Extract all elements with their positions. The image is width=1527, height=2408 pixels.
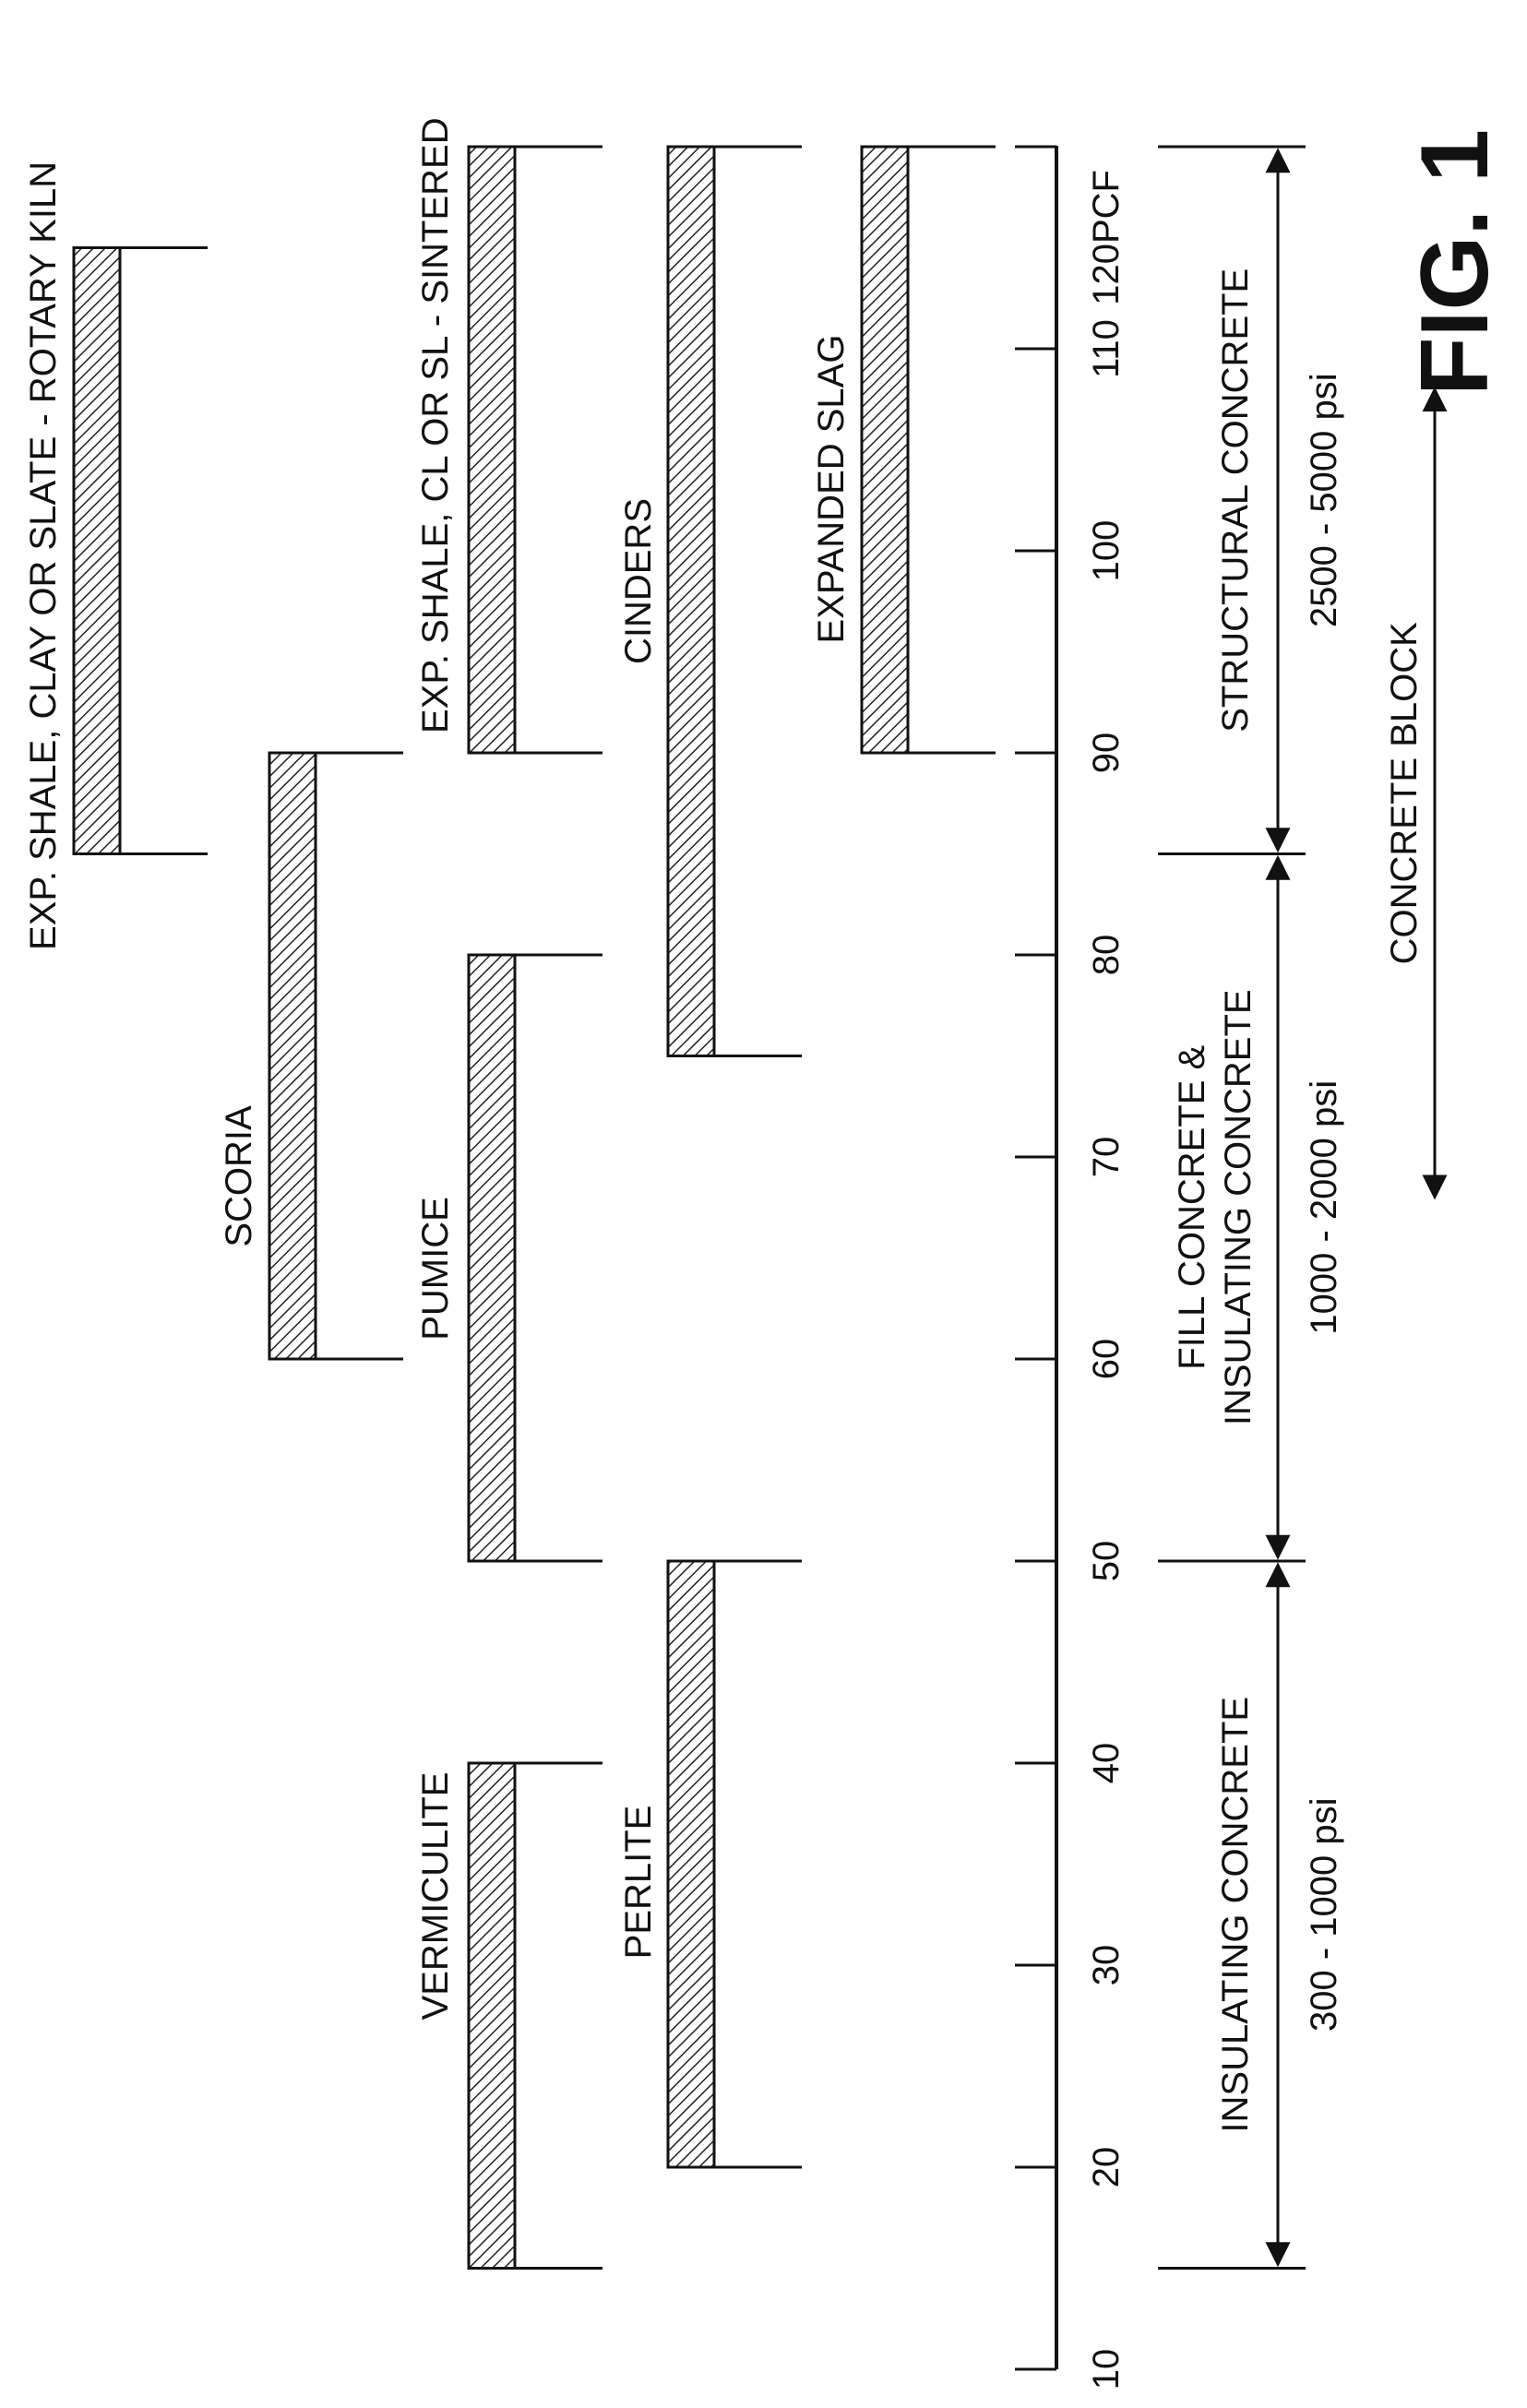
aggregate-bars: EXP. SHALE, CLAY OR SLATE - ROTARY KILN S…: [23, 117, 996, 2268]
aggregate-group: SCORIA: [219, 753, 403, 1359]
axis-tick-label: 30: [1086, 1945, 1127, 1986]
aggregate-group: EXP. SHALE, CL OR SL - SINTERED: [415, 117, 602, 753]
axis-tick-label: 110: [1086, 319, 1127, 378]
aggregate-bar: [469, 955, 515, 1561]
aggregate-group: CINDERS: [618, 147, 802, 1056]
aggregate-label: EXP. SHALE, CL OR SL - SINTERED: [415, 117, 456, 733]
aggregate-label: EXP. SHALE, CLAY OR SLATE - ROTARY KILN: [23, 161, 64, 950]
aggregate-group: EXP. SHALE, CLAY OR SLATE - ROTARY KILN: [23, 161, 208, 950]
concrete-range-strength: 2500 - 5000 psi: [1304, 373, 1344, 627]
axis-tick-label: 80: [1086, 935, 1127, 976]
concrete-range-strength: 300 - 1000 psi: [1304, 1797, 1344, 2032]
axis-tick-label: 20: [1086, 2147, 1127, 2188]
aggregate-label: VERMICULITE: [415, 1772, 456, 2021]
concrete-range-label: FILL CONCRETE &: [1172, 1044, 1212, 1369]
aggregate-label: PUMICE: [415, 1197, 456, 1341]
aggregate-label: EXPANDED SLAG: [811, 335, 852, 644]
axis-tick-label: 70: [1086, 1137, 1127, 1178]
axis-tick-label: 50: [1086, 1541, 1127, 1582]
axis-tick-label: 40: [1086, 1743, 1127, 1784]
concrete-block-label: CONCRETE BLOCK: [1384, 622, 1425, 964]
aggregate-bar: [74, 248, 120, 854]
concrete-range: FILL CONCRETE &INSULATING CONCRETE 1000 -…: [1158, 854, 1344, 1562]
concrete-ranges: INSULATING CONCRETE 300 - 1000 psi FILL CO…: [1158, 147, 1435, 2269]
aggregate-label: PERLITE: [618, 1806, 659, 1960]
axis-tick-label: 100: [1086, 520, 1127, 582]
aggregate-label: SCORIA: [219, 1105, 259, 1247]
concrete-range: INSULATING CONCRETE 300 - 1000 psi: [1158, 1561, 1344, 2269]
aggregate-bar: [668, 147, 714, 1056]
concrete-range-label: INSULATING CONCRETE: [1215, 1697, 1256, 2133]
aggregate-bar: [269, 753, 316, 1359]
concrete-range-label: STRUCTURAL CONCRETE: [1215, 268, 1256, 733]
axis-tick-label: 90: [1086, 733, 1127, 774]
aggregate-bar: [668, 1561, 714, 2167]
concrete-range-label: INSULATING CONCRETE: [1218, 989, 1259, 1425]
aggregate-bar: [862, 147, 908, 753]
axis-ticks: 10 20 30 40 50 60 70 80 90 100 110 120PCF: [1015, 147, 1127, 2390]
axis-tick-label: 60: [1086, 1339, 1127, 1380]
figure-label: FIG. 1: [1402, 129, 1509, 396]
density-axis: 10 20 30 40 50 60 70 80 90 100 110 120PCF: [1015, 146, 1127, 2390]
aggregate-label: CINDERS: [618, 498, 659, 664]
aggregate-group: EXPANDED SLAG: [811, 147, 996, 753]
concrete-range: STRUCTURAL CONCRETE 2500 - 5000 psi: [1158, 147, 1344, 854]
aggregate-group: PERLITE: [618, 1561, 802, 2167]
axis-tick-label: 10: [1086, 2349, 1127, 2390]
aggregate-bar: [469, 147, 515, 753]
concrete-range-strength: 1000 - 2000 psi: [1304, 1080, 1344, 1335]
aggregate-group: VERMICULITE: [415, 1763, 602, 2269]
aggregate-bar: [469, 1763, 515, 2269]
axis-tick-label: 120PCF: [1086, 170, 1127, 305]
aggregate-group: PUMICE: [415, 955, 602, 1561]
concrete-block: CONCRETE BLOCK: [1384, 389, 1435, 1198]
